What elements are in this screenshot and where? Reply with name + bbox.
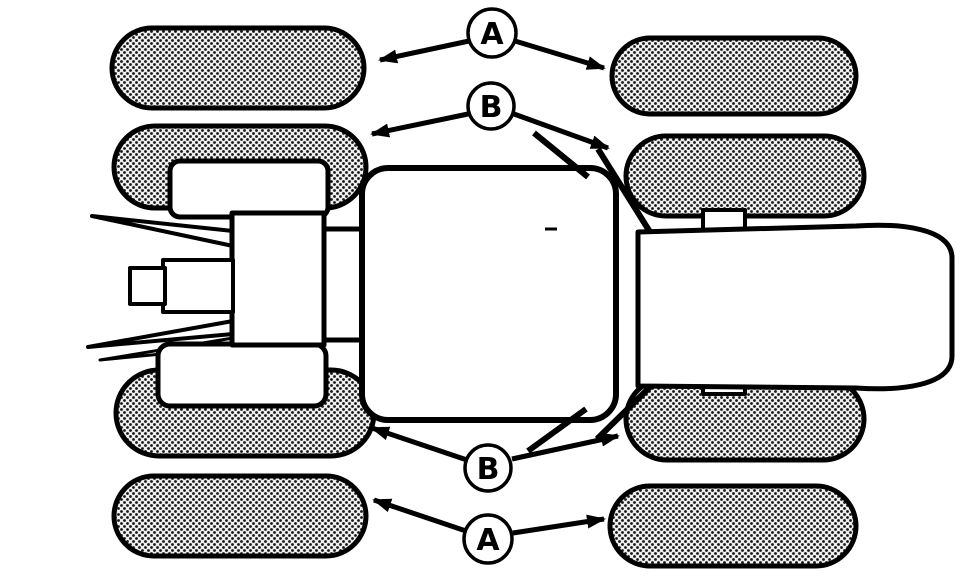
callout-a-bottom: A (372, 497, 606, 565)
callout-b-top-circle (466, 81, 516, 131)
front-wheel-top (167, 158, 331, 220)
callout-b-top: B (370, 81, 610, 151)
callout-a-bottom-circle (462, 513, 514, 565)
tire-a-bottom-left (111, 473, 369, 559)
callout-a-top-circle (466, 7, 518, 59)
tire-b-top-right (623, 133, 867, 219)
tire-a-top-left (109, 25, 367, 111)
callout-b-bottom-arrow-right (511, 432, 620, 462)
callout-b-bottom: B (370, 425, 620, 493)
callout-b-bottom-letter: B (477, 452, 500, 487)
cab-pillar-top-outer (532, 130, 590, 180)
cab-pillar-top-inner (595, 147, 653, 234)
callout-a-bottom-letter: A (476, 523, 500, 558)
cab-pillar-bottom-inner (594, 384, 653, 442)
tractor-cab (359, 165, 619, 423)
callout-b-top-arrow-left (370, 111, 469, 138)
front-weight-inner (161, 258, 235, 314)
callout-a-bottom-arrow-right (512, 514, 606, 536)
callout-b-top-arrow-right (513, 111, 610, 151)
callout-a-bottom-arrow-left (372, 497, 467, 534)
front-weight-outer (128, 266, 167, 306)
tractor-hood (635, 222, 955, 392)
cab-pillar-bottom-outer (526, 406, 588, 454)
callout-b-bottom-arrow-left (370, 425, 468, 463)
front-prong-top (90, 214, 235, 248)
front-wheel-bottom (155, 341, 329, 409)
callout-a-top-arrow-left (378, 38, 470, 64)
callout-a-top-letter: A (480, 17, 504, 52)
callout-b-bottom-circle (463, 443, 513, 493)
tractor-body-group (86, 130, 955, 454)
tire-a-bottom-right (607, 483, 859, 569)
callout-b-top-letter: B (480, 90, 503, 125)
callout-a-top-arrow-right (514, 38, 606, 71)
front-axle-body (229, 210, 327, 348)
tire-a-top-right (609, 35, 859, 117)
callout-a-top: A (378, 7, 606, 71)
